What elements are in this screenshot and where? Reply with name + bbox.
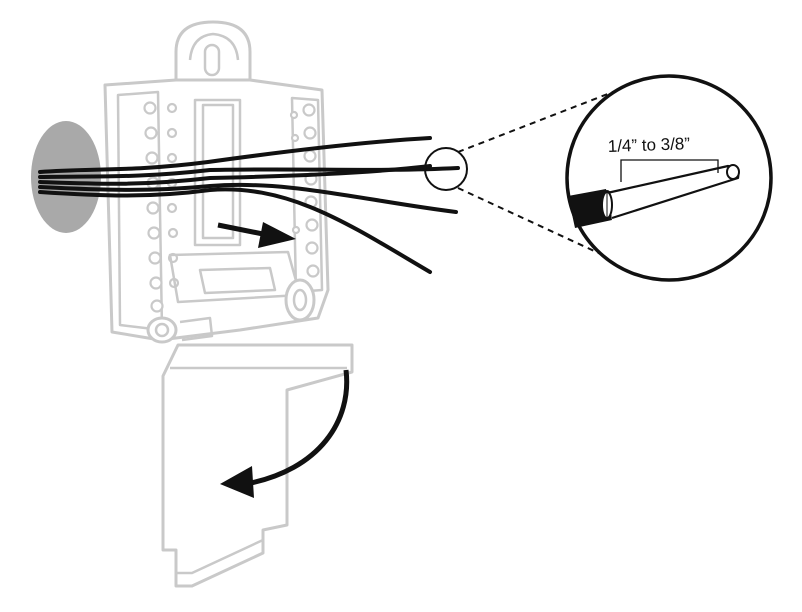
detail-callout-circle	[424, 147, 468, 191]
cover-door	[161, 343, 354, 588]
measurement-bracket	[620, 159, 719, 182]
thermostat-wires	[38, 136, 460, 274]
curved-arrow-left-icon	[220, 369, 350, 498]
wallplate	[103, 20, 330, 344]
arrow-right-icon	[217, 222, 296, 248]
right-terminal-screws	[289, 103, 320, 278]
magnified-wire-detail	[565, 74, 773, 282]
bottom-screw-slot-left	[146, 316, 178, 344]
left-terminal-screws	[143, 101, 180, 313]
strip-length-label: 1/4” to 3/8”	[607, 134, 690, 156]
bottom-screw-slot-right	[284, 278, 316, 322]
